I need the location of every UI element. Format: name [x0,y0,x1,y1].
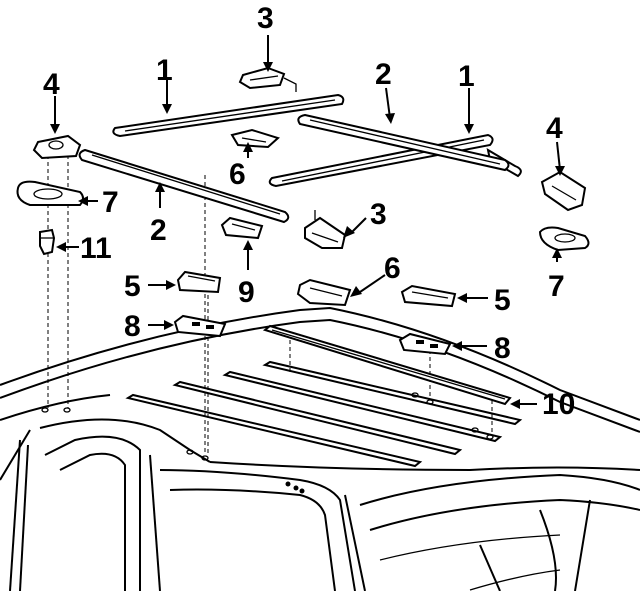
plate-left [173,314,227,338]
bracket-left [32,134,82,160]
callout-7-left: 7 [102,186,119,219]
callout-1-right: 1 [458,60,475,93]
callout-4-right: 4 [546,112,563,145]
callout-8-left: 8 [124,310,141,343]
callout-3-top: 3 [257,2,274,35]
plate-right [398,332,452,356]
callout-1-left: 1 [156,54,173,87]
side-rail-left [112,93,345,138]
callout-6-top: 6 [229,158,246,191]
vehicle-roof [0,306,640,591]
callout-5-right: 5 [494,284,511,317]
end-cap-lower [304,210,347,249]
leader-arrows [50,35,565,409]
screw [39,228,56,256]
callout-3-lower: 3 [370,198,387,231]
callout-4-left: 4 [43,68,60,101]
cap-9 [220,216,264,240]
bracket-right [540,170,587,212]
cover-lower [296,278,352,307]
support-right [400,284,457,308]
callout-2-right: 2 [375,58,392,91]
callout-5-left: 5 [124,270,141,303]
cover-top [230,128,280,149]
support-left [176,270,222,294]
callout-9: 9 [238,276,255,309]
callout-8-right: 8 [494,332,511,365]
gasket-right [538,226,590,252]
callout-2-left: 2 [150,214,167,247]
cross-bar-right [297,113,510,172]
roof-strip [262,324,512,406]
callout-10: 10 [542,388,575,421]
callout-7-right: 7 [548,270,565,303]
callout-6-lower: 6 [384,252,401,285]
end-cap-top [238,66,297,92]
gasket-left [16,180,84,206]
callout-11: 11 [80,232,112,265]
cross-bar-left [78,148,290,224]
